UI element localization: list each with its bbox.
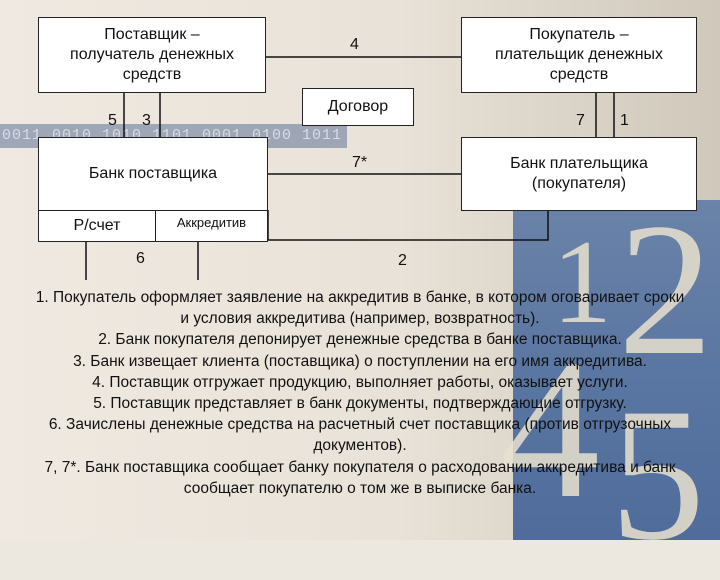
flow-label-4: 4 — [350, 36, 359, 53]
description-step-1: 1. Покупатель оформляет заявление на акк… — [35, 289, 685, 328]
flow-label-1: 1 — [620, 112, 629, 129]
background-digit-four: 4 — [500, 319, 600, 540]
flow-label-7-star: 7* — [352, 154, 368, 171]
description-step-2: 2. Банк покупателя депонирует денежные с… — [98, 331, 622, 349]
letter-of-credit-box: Аккредитив — [155, 210, 268, 242]
flow-label-3: 3 — [142, 112, 151, 129]
background-digit-five: 5 — [610, 370, 705, 580]
background-blue-panel — [513, 200, 720, 540]
supplier-box: Поставщик – получатель денежных средств — [38, 17, 266, 93]
flow-label-6: 6 — [136, 250, 145, 267]
description-text: 1. Покупатель оформляет заявление на акк… — [30, 287, 690, 499]
buyer-bank-box: Банк плательщика (покупателя) — [461, 137, 697, 211]
account-box: Р/счет — [38, 210, 156, 242]
description-step-5: 5. Поставщик представляет в банк докумен… — [93, 395, 627, 413]
background-digit-two: 2 — [618, 185, 713, 395]
buyer-box: Покупатель – плательщик денежных средств — [461, 17, 697, 93]
flow-label-2: 2 — [398, 252, 407, 269]
description-step-3: 3. Банк извещает клиента (поставщика) о … — [73, 352, 647, 370]
description-step-6: 6. Зачислены денежные средства на расчет… — [48, 416, 672, 455]
supplier-bank-box: Банк поставщика — [38, 137, 268, 211]
description-step-7: 7, 7*. Банк поставщика сообщает банку по… — [44, 458, 676, 497]
description-step-4: 4. Поставщик отгружает продукцию, выполн… — [92, 373, 628, 391]
contract-box: Договор — [302, 88, 414, 126]
background-digit-one: 1 — [552, 215, 612, 348]
flow-label-5: 5 — [108, 112, 117, 129]
flow-label-7: 7 — [576, 112, 585, 129]
